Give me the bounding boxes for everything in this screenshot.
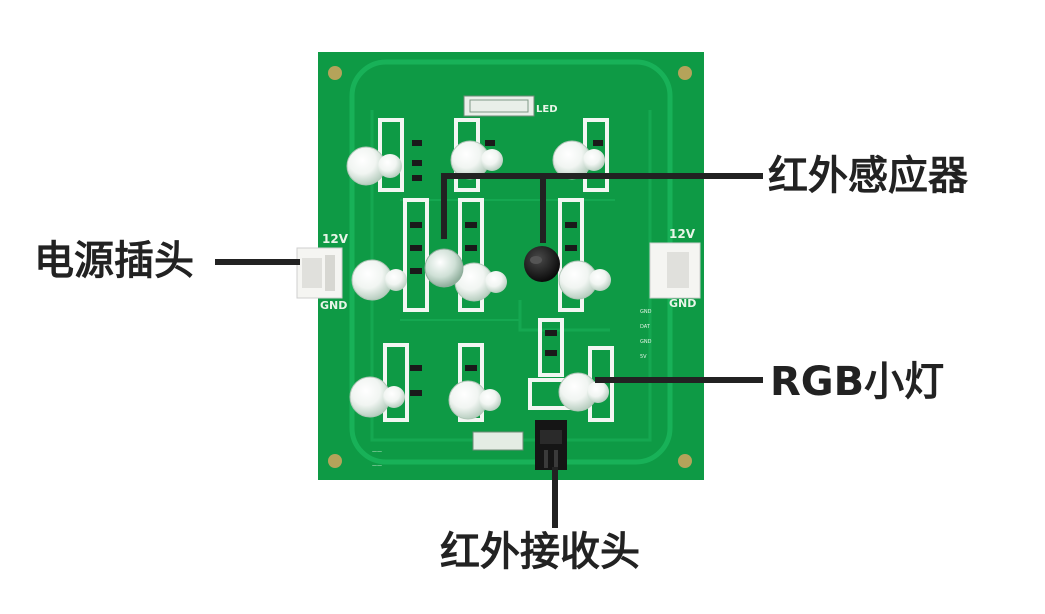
bottom-header: [472, 431, 524, 451]
connector-left-top-label: 12V: [322, 232, 349, 246]
svg-text:GND: GND: [640, 309, 652, 315]
led: [349, 376, 405, 418]
svg-text:——: ——: [372, 449, 382, 455]
led-header: LED: [463, 95, 558, 117]
ir-receiver-label: 红外接收头: [440, 529, 640, 575]
led: [558, 260, 611, 300]
rgb-led: [558, 372, 609, 412]
mounting-hole: [328, 454, 342, 468]
ir-receiver: [535, 420, 567, 470]
ir-sensor-label: 红外感应器: [768, 153, 968, 199]
led: [552, 140, 605, 180]
led-marking: LED: [536, 104, 558, 115]
mounting-hole: [678, 454, 692, 468]
connector-right-top-label: 12V: [669, 227, 696, 241]
ir-emitter: [424, 248, 464, 288]
mounting-hole: [678, 66, 692, 80]
svg-text:5V: 5V: [640, 354, 647, 360]
rgb-led-label: RGB小灯: [770, 359, 945, 405]
ir-sensor: [524, 246, 560, 282]
power-connector-left: [296, 247, 343, 299]
svg-text:——: ——: [372, 463, 382, 469]
power-connector-right: [649, 242, 701, 299]
svg-text:DAT: DAT: [640, 324, 651, 330]
power-plug-label: 电源插头: [34, 238, 194, 284]
svg-text:GND: GND: [640, 339, 652, 345]
led: [448, 380, 501, 420]
connector-left-bottom-label: GND: [320, 299, 347, 312]
led: [351, 259, 407, 301]
led: [346, 146, 402, 186]
led: [454, 262, 507, 302]
callout-line-ir-sensor: [441, 173, 763, 239]
smd-parts: [410, 140, 603, 396]
led: [450, 140, 503, 180]
connector-right-bottom-label: GND: [669, 297, 696, 310]
mounting-hole: [328, 66, 342, 80]
callout-lines: [215, 173, 763, 528]
